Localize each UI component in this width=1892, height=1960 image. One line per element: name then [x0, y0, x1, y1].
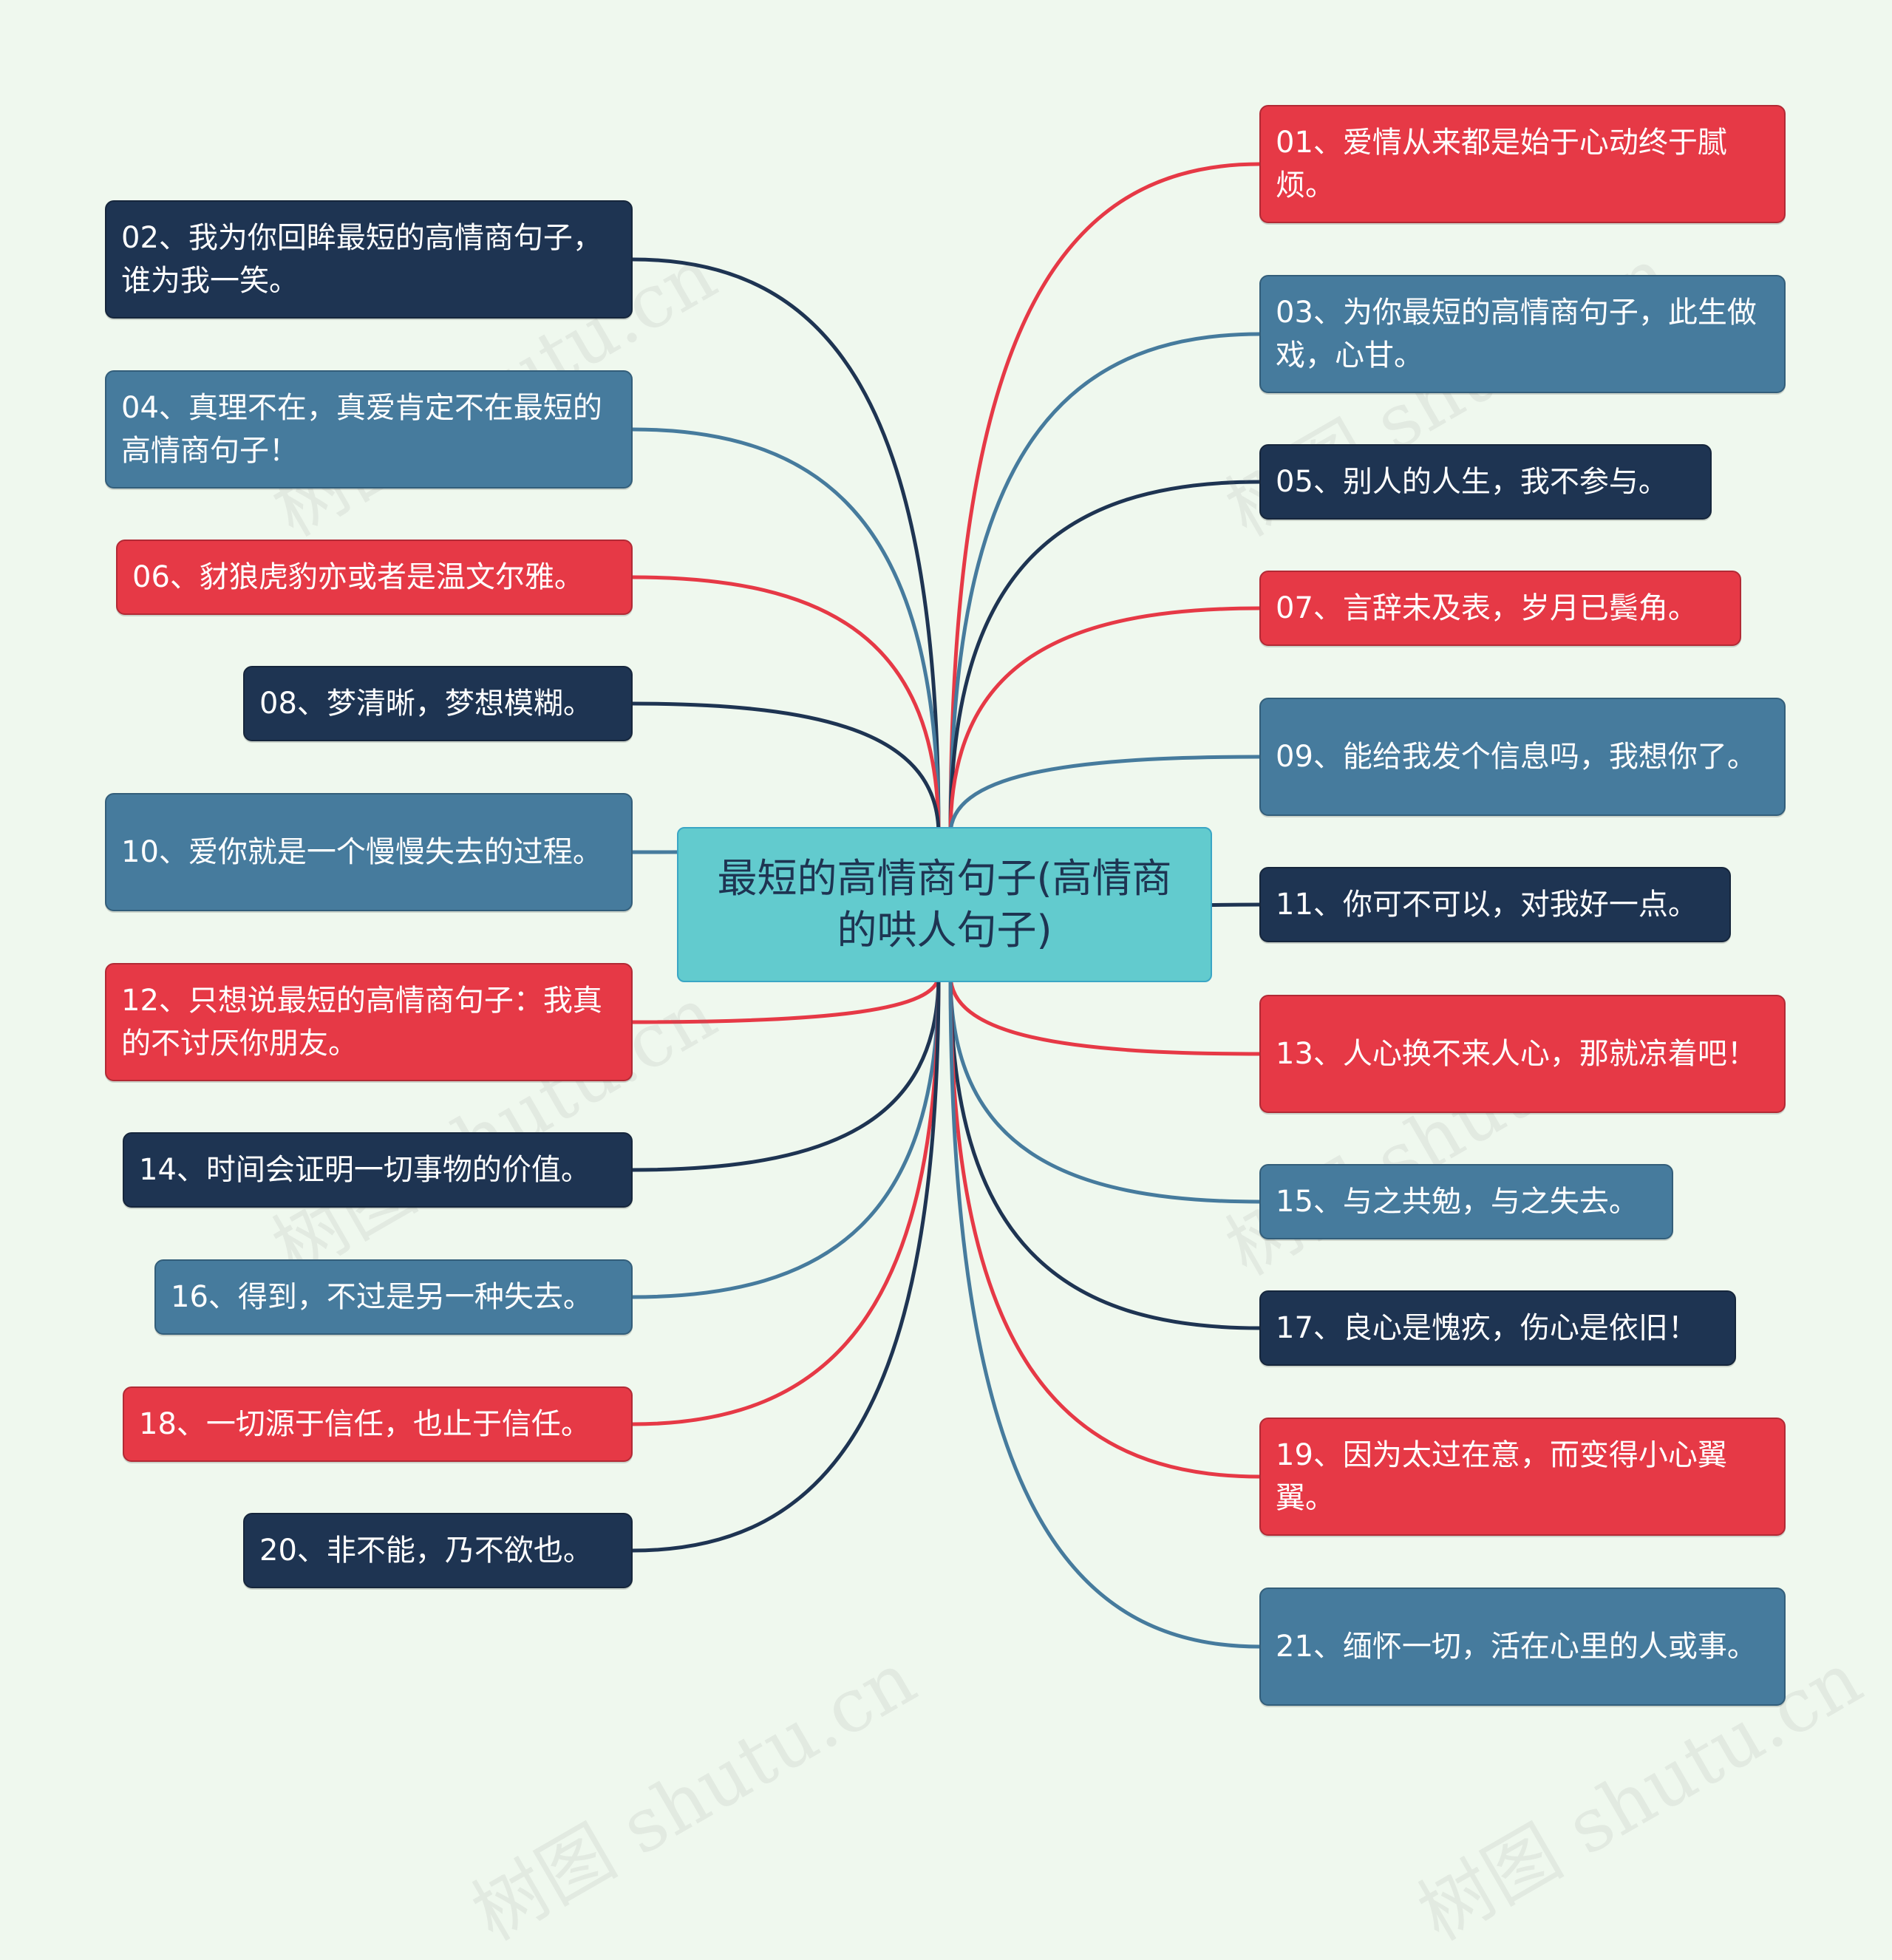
connector-n20: [632, 974, 941, 1553]
connector-n21: [948, 974, 1260, 1649]
topic-text: 16、得到，不过是另一种失去。: [171, 1280, 593, 1314]
connector-n12: [632, 974, 941, 1024]
topic-node-08[interactable]: 08、梦清晰，梦想模糊。: [243, 666, 633, 741]
topic-node-18[interactable]: 18、一切源于信任，也止于信任。: [123, 1386, 633, 1462]
central-topic[interactable]: 最短的高情商句子(高情商的哄人句子): [677, 827, 1212, 982]
connector-n09: [948, 755, 1260, 835]
topic-node-03[interactable]: 03、为你最短的高情商句子，此生做戏，心甘。: [1259, 275, 1786, 393]
topic-node-21[interactable]: 21、缅怀一切，活在心里的人或事。: [1259, 1588, 1786, 1706]
topic-text: 17、良心是愧疚，伤心是依旧！: [1276, 1311, 1698, 1345]
connector-n13: [948, 974, 1260, 1056]
connector-n17: [948, 974, 1260, 1330]
topic-text: 15、与之共勉，与之失去。: [1276, 1185, 1639, 1219]
topic-text: 08、梦清晰，梦想模糊。: [259, 687, 593, 721]
topic-text: 13、人心换不来人心，那就凉着吧！: [1276, 1037, 1757, 1071]
topic-text: 02、我为你回眸最短的高情商句子，谁为我一笑。: [121, 221, 602, 298]
connector-n07: [948, 606, 1260, 835]
topic-node-15[interactable]: 15、与之共勉，与之失去。: [1259, 1164, 1673, 1239]
topic-node-10[interactable]: 10、爱你就是一个慢慢失去的过程。: [105, 793, 633, 911]
topic-text: 10、爱你就是一个慢慢失去的过程。: [121, 835, 602, 869]
topic-text: 04、真理不在，真爱肯定不在最短的高情商句子！: [121, 391, 602, 468]
topic-node-05[interactable]: 05、别人的人生，我不参与。: [1259, 444, 1712, 520]
topic-node-07[interactable]: 07、言辞未及表，岁月已鬓角。: [1259, 571, 1741, 646]
connector-n08: [632, 701, 941, 835]
topic-text: 03、为你最短的高情商句子，此生做戏，心甘。: [1276, 296, 1757, 372]
topic-text: 07、言辞未及表，岁月已鬓角。: [1276, 591, 1698, 625]
connector-n19: [948, 974, 1260, 1479]
connector-n06: [632, 575, 941, 835]
topic-text: 14、时间会证明一切事物的价值。: [139, 1153, 591, 1187]
connector-n16: [632, 974, 941, 1299]
connector-n01: [948, 162, 1260, 835]
central-topic-label: 最短的高情商句子(高情商的哄人句子): [717, 855, 1172, 953]
topic-node-04[interactable]: 04、真理不在，真爱肯定不在最短的高情商句子！: [105, 370, 633, 489]
topic-node-09[interactable]: 09、能给我发个信息吗，我想你了。: [1259, 698, 1786, 816]
connector-n14: [632, 974, 941, 1172]
topic-node-01[interactable]: 01、爱情从来都是始于心动终于腻烦。: [1259, 105, 1786, 223]
topic-text: 21、缅怀一切，活在心里的人或事。: [1276, 1630, 1757, 1664]
topic-text: 06、豺狼虎豹亦或者是温文尔雅。: [132, 560, 584, 594]
topic-text: 09、能给我发个信息吗，我想你了。: [1276, 740, 1757, 774]
topic-node-12[interactable]: 12、只想说最短的高情商句子：我真的不讨厌你朋友。: [105, 963, 633, 1081]
topic-text: 12、只想说最短的高情商句子：我真的不讨厌你朋友。: [121, 984, 602, 1061]
topic-text: 20、非不能，乃不欲也。: [259, 1534, 593, 1568]
connector-n15: [948, 974, 1260, 1204]
connector-n18: [632, 974, 941, 1426]
topic-node-17[interactable]: 17、良心是愧疚，伤心是依旧！: [1259, 1290, 1736, 1366]
connector-n02: [632, 257, 941, 835]
topic-text: 11、你可不可以，对我好一点。: [1276, 888, 1698, 922]
connector-n03: [948, 332, 1260, 835]
connector-n04: [632, 427, 941, 835]
topic-node-02[interactable]: 02、我为你回眸最短的高情商句子，谁为我一笑。: [105, 200, 633, 319]
topic-node-13[interactable]: 13、人心换不来人心，那就凉着吧！: [1259, 995, 1786, 1113]
topic-text: 18、一切源于信任，也止于信任。: [139, 1407, 591, 1441]
topic-node-11[interactable]: 11、你可不可以，对我好一点。: [1259, 867, 1731, 942]
topic-node-06[interactable]: 06、豺狼虎豹亦或者是温文尔雅。: [116, 540, 633, 615]
connector-n05: [948, 480, 1260, 835]
topic-node-16[interactable]: 16、得到，不过是另一种失去。: [154, 1259, 633, 1335]
topic-text: 05、别人的人生，我不参与。: [1276, 465, 1668, 499]
topic-text: 19、因为太过在意，而变得小心翼翼。: [1276, 1438, 1727, 1515]
topic-node-19[interactable]: 19、因为太过在意，而变得小心翼翼。: [1259, 1418, 1786, 1536]
topic-node-20[interactable]: 20、非不能，乃不欲也。: [243, 1513, 633, 1588]
topic-text: 01、爱情从来都是始于心动终于腻烦。: [1276, 126, 1727, 203]
topic-node-14[interactable]: 14、时间会证明一切事物的价值。: [123, 1132, 633, 1208]
